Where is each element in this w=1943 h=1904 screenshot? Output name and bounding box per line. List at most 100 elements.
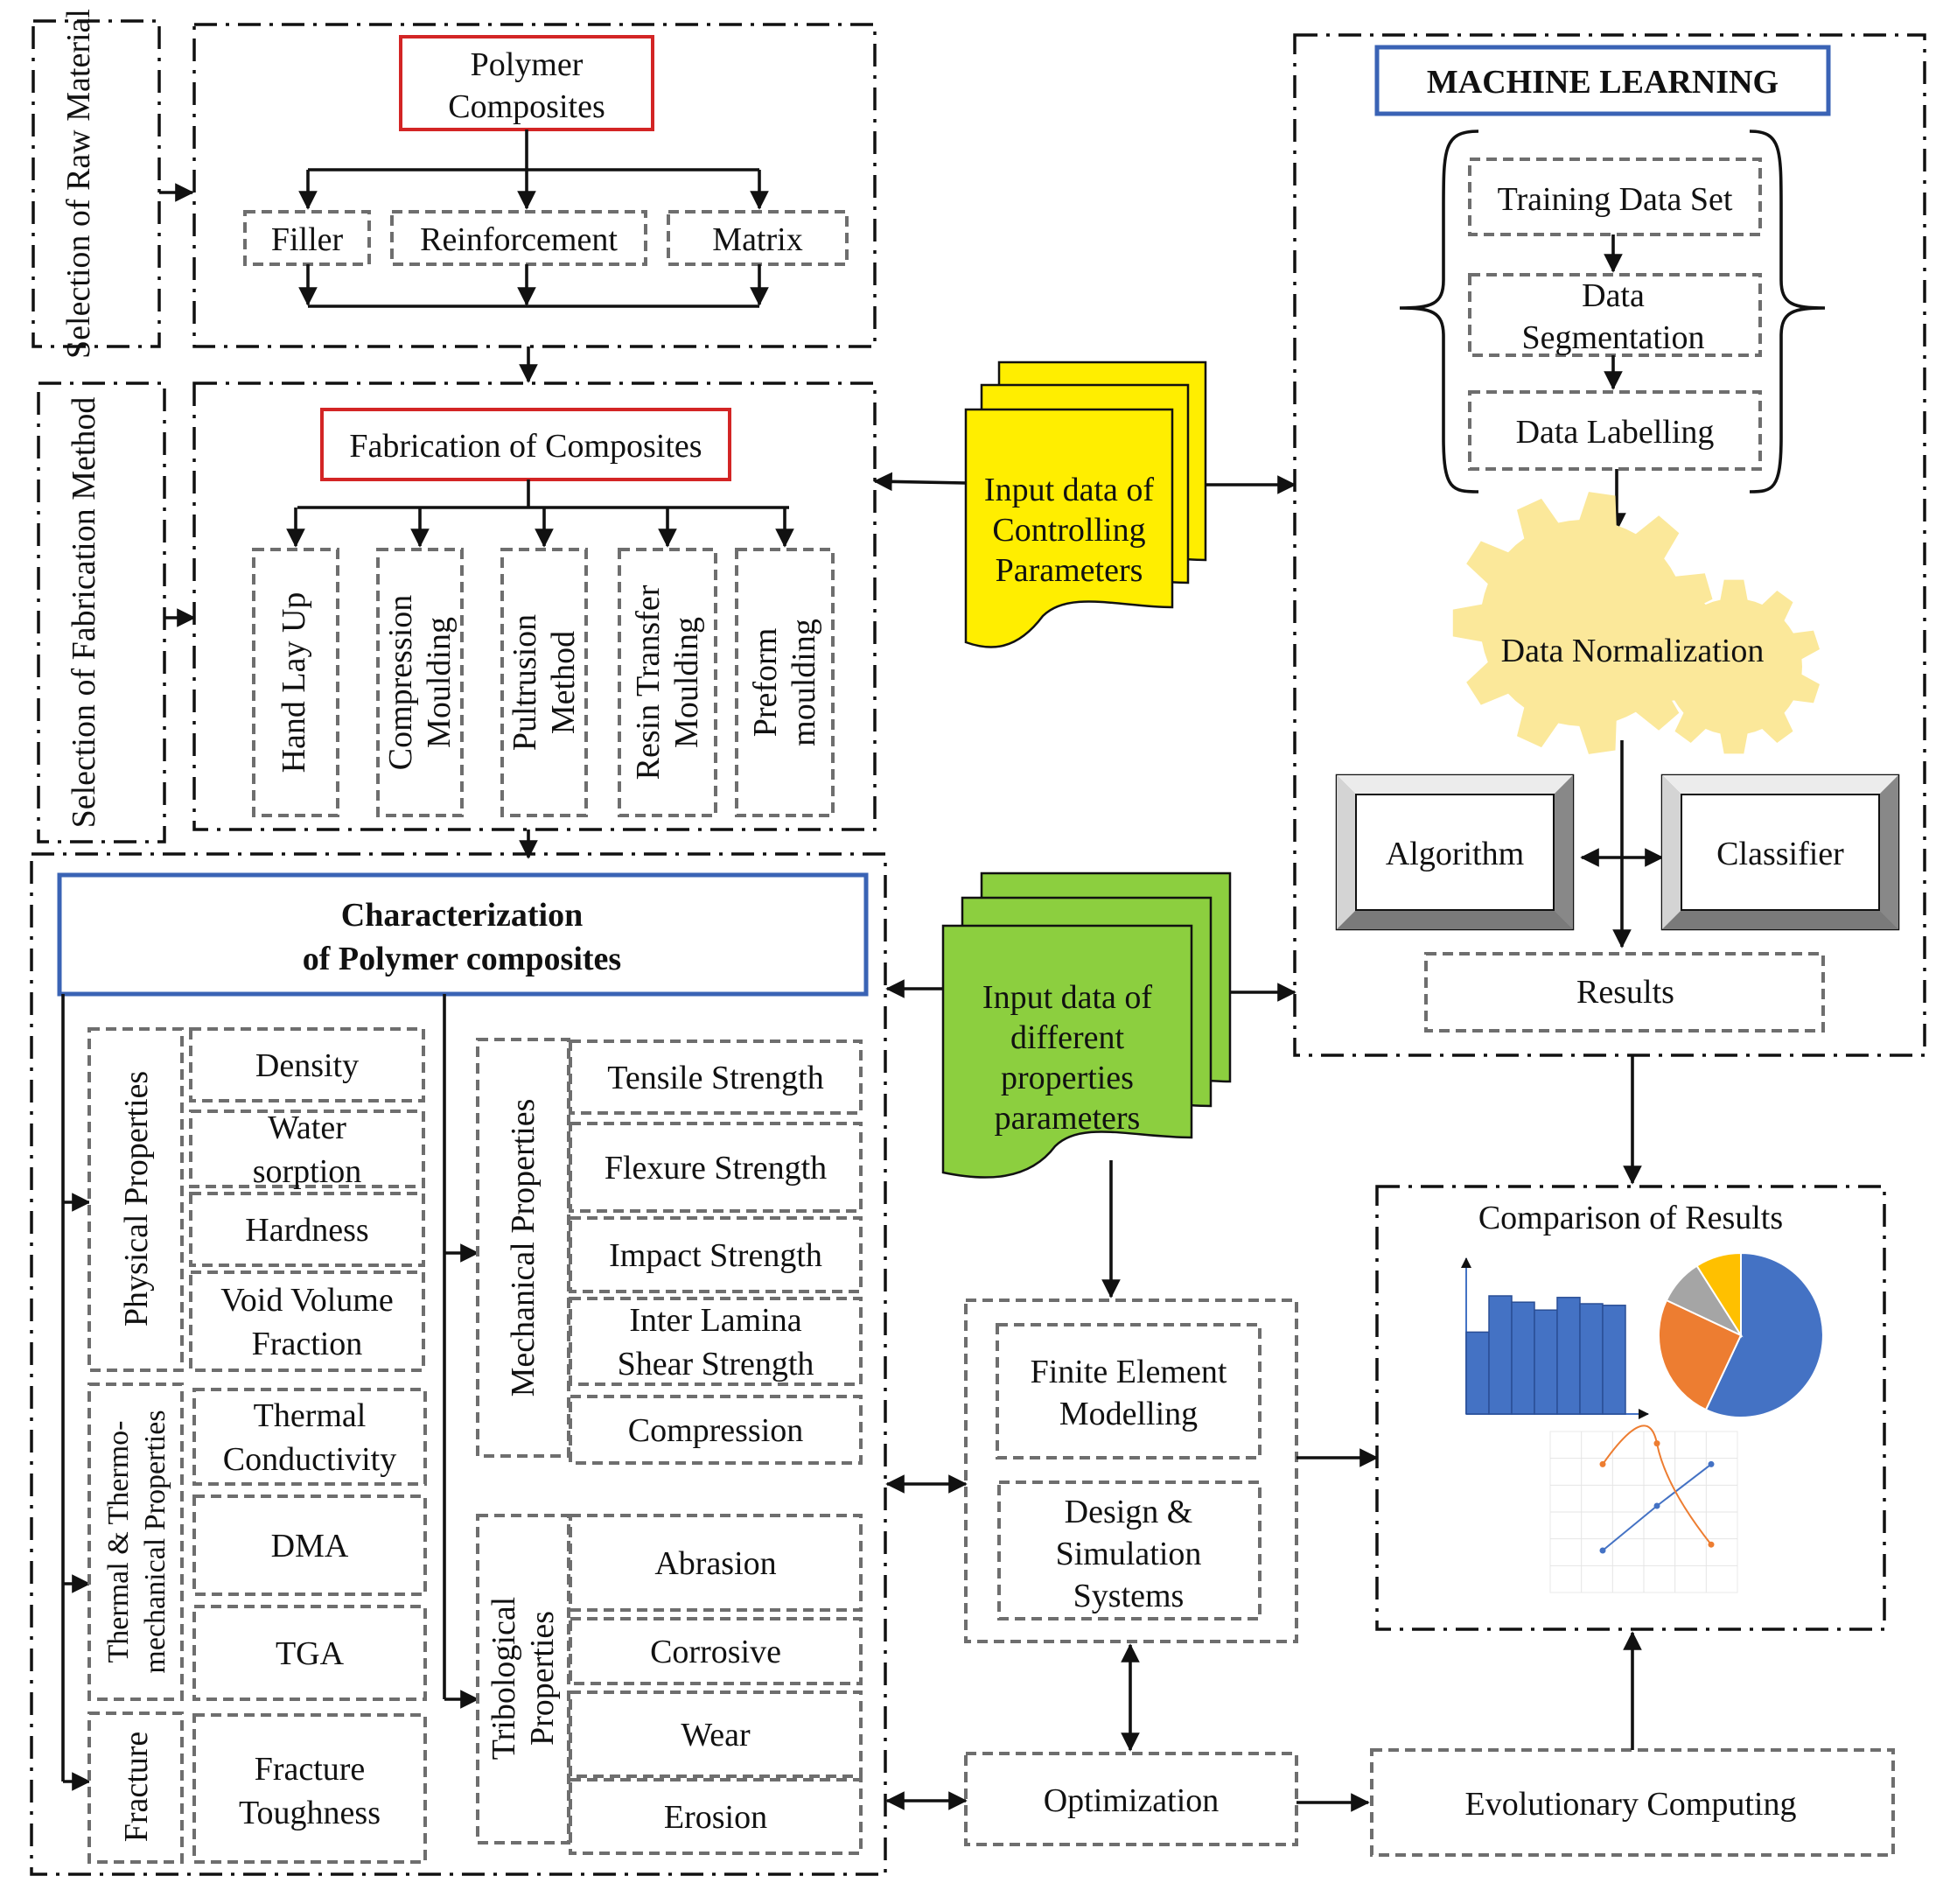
fabrication-method-box (376, 548, 464, 817)
bar (1488, 1295, 1513, 1415)
property-label: Erosion (664, 1799, 767, 1836)
fabrication-method-label: Hand Lay Up (276, 592, 312, 774)
bar (1556, 1297, 1581, 1415)
comparison-title: Comparison of Results (1478, 1200, 1783, 1236)
controlling-line3: Parameters (996, 552, 1143, 589)
data-normalization-gears-icon (1452, 492, 1820, 754)
algorithm-bevel-box: Algorithm (1335, 774, 1575, 931)
machine-learning-frame (1293, 33, 1926, 1057)
right-brace (1749, 130, 1826, 494)
properties-line1: Input data of (982, 979, 1153, 1016)
left-brace (1399, 130, 1479, 494)
property-label: Tensile Strength (607, 1060, 823, 1096)
fabrication-method-box (252, 548, 339, 817)
tribological-label-line1: Tribological (486, 1597, 522, 1760)
finite-element-line1: Finite Element (1031, 1354, 1227, 1390)
property-box (189, 1192, 425, 1267)
design-line1: Design & (1065, 1494, 1193, 1530)
finite-element-box (996, 1323, 1262, 1460)
property-label: Fraction (252, 1326, 363, 1362)
design-simulation-box (997, 1480, 1262, 1620)
fabrication-method-label: Preform (747, 628, 784, 738)
bar (1579, 1303, 1604, 1415)
property-label: Wear (681, 1717, 751, 1754)
property-box (189, 1270, 425, 1372)
tribological-properties-box (476, 1514, 570, 1844)
physical-properties-box (87, 1027, 184, 1372)
property-box (569, 1216, 863, 1293)
properties-line3: properties (1001, 1060, 1134, 1096)
line-point (1599, 1547, 1606, 1554)
properties-parameters-document-stack: Input data of different properties param… (941, 872, 1232, 1179)
property-box (569, 1514, 863, 1612)
fracture-box (87, 1712, 184, 1864)
line-point (1708, 1541, 1715, 1548)
fabrication-of-composites-box (320, 408, 731, 481)
property-label: sorption (253, 1153, 362, 1190)
polymer-composites-title-line1: Polymer (471, 46, 584, 83)
property-label: Corrosive (650, 1634, 781, 1670)
pie-slice (1704, 1251, 1824, 1418)
fracture-toughness-line1: Fracture (255, 1751, 366, 1788)
property-label: Flexure Strength (605, 1150, 827, 1186)
data-segmentation-line2: Segmentation (1522, 319, 1705, 356)
modelling-frame (964, 1298, 1298, 1643)
fabrication-title: Fabrication of Composites (349, 428, 702, 465)
fabrication-method-box (500, 548, 588, 817)
property-label: Compression (628, 1412, 804, 1449)
pie-slice (1695, 1251, 1742, 1339)
small-gear-icon (1648, 579, 1820, 754)
fabrication-method-box (618, 548, 717, 817)
fabrication-method-label: Moulding (668, 617, 705, 748)
property-box (569, 1690, 863, 1778)
fabrication-method-label: Compression (382, 595, 419, 771)
algorithm-label: Algorithm (1386, 836, 1524, 872)
fabrication-method-label: moulding (786, 619, 822, 746)
data-segmentation-box (1468, 273, 1762, 357)
raw-material-frame (192, 23, 877, 348)
design-line3: Systems (1073, 1578, 1185, 1614)
matrix-label: Matrix (712, 221, 802, 258)
reinforcement-label: Reinforcement (420, 221, 618, 258)
property-box (192, 1388, 427, 1486)
bar (1465, 1331, 1490, 1415)
line-point (1599, 1460, 1606, 1467)
controlling-line1: Input data of (984, 472, 1155, 508)
property-box (192, 1494, 427, 1596)
fabrication-frame (192, 382, 877, 831)
controlling-parameters-document-stack: Input data of Controlling Parameters (964, 360, 1207, 648)
classifier-bevel-box: Classifier (1660, 774, 1900, 931)
pie-slice (1657, 1298, 1743, 1411)
characterization-frame (30, 852, 887, 1876)
evolutionary-computing-box (1370, 1748, 1895, 1857)
property-box (189, 1027, 425, 1102)
fabrication-method-label: Method (545, 631, 582, 734)
property-label: Hardness (245, 1212, 368, 1249)
bar (1511, 1301, 1535, 1415)
data-segmentation-line1: Data (1582, 277, 1645, 314)
property-label: Impact Strength (609, 1237, 822, 1274)
design-line2: Simulation (1056, 1536, 1202, 1572)
property-label: TGA (276, 1635, 345, 1672)
optimization-label: Optimization (1044, 1782, 1220, 1819)
physical-properties-label: Physical Properties (118, 1071, 155, 1326)
fabrication-method-label: Moulding (421, 617, 458, 748)
data-labelling-label: Data Labelling (1516, 414, 1715, 451)
training-data-set-box (1468, 158, 1762, 236)
training-data-set-label: Training Data Set (1498, 181, 1733, 218)
fabrication-method-box (735, 548, 835, 817)
characterization-title-line1: Characterization (341, 897, 583, 934)
thermal-properties-box (87, 1382, 184, 1701)
raw-material-section-label: Selection of Raw Material (60, 9, 97, 359)
fabrication-method-section-label: Selection of Fabrication Method (66, 397, 102, 829)
fabrication-method-label: Pultrusion (507, 614, 543, 751)
thermal-properties-label-line1: Thermal & Thermo- (102, 1421, 135, 1663)
comparison-pie-chart (1657, 1251, 1824, 1418)
property-box (569, 1122, 863, 1213)
fabrication-method-label: Resin Transfer (630, 584, 667, 780)
property-label: Conductivity (223, 1441, 396, 1478)
fracture-toughness-box (192, 1713, 427, 1864)
results-box (1424, 952, 1825, 1032)
